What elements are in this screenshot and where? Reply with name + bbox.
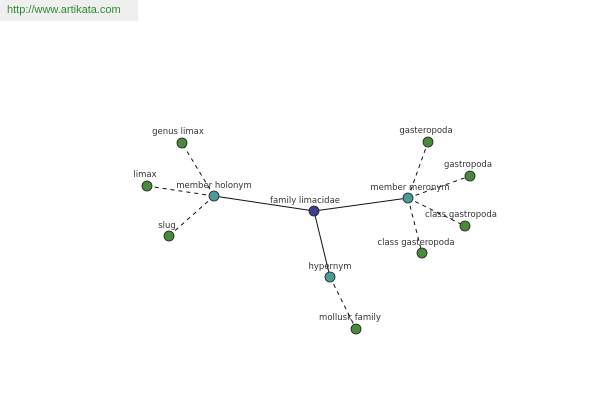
node-label-genus-limax: genus limax [152, 127, 204, 137]
node-label-class-gastropoda: class gastropoda [425, 210, 497, 220]
edges-layer [146, 141, 471, 330]
node-label-gastropoda: gastropoda [444, 160, 492, 170]
edge-family-limacidae-to-hypernym [313, 210, 331, 278]
node-label-limax: limax [133, 170, 156, 180]
node-slug[interactable] [163, 230, 175, 242]
node-label-family-limacidae: family limacidae [270, 196, 340, 206]
node-label-member-meronym: member meronym [370, 183, 449, 193]
node-mollusk-family[interactable] [350, 323, 362, 335]
node-genus-limax[interactable] [176, 137, 188, 149]
node-gastropoda[interactable] [464, 170, 476, 182]
edge-member-meronym-to-gastropoda [407, 175, 471, 199]
node-label-hypernym: hypernym [308, 262, 351, 272]
edge-member-holonym-to-genus-limax [181, 142, 215, 197]
node-class-gasteropoda[interactable] [416, 247, 428, 259]
node-limax[interactable] [141, 180, 153, 192]
node-label-class-gasteropoda: class gasteropoda [377, 238, 454, 248]
edge-hypernym-to-mollusk-family [329, 276, 357, 330]
node-class-gastropoda[interactable] [459, 220, 471, 232]
node-hypernym[interactable] [324, 271, 336, 283]
node-label-gasteropoda: gasteropoda [399, 126, 452, 136]
edge-member-holonym-to-slug [168, 195, 215, 237]
edge-member-meronym-to-class-gastropoda [407, 197, 466, 227]
edge-member-meronym-to-gasteropoda [407, 141, 429, 199]
node-label-slug: slug [158, 221, 176, 231]
node-member-meronym[interactable] [402, 192, 414, 204]
labels-layer: family limacidae member holonym member mer… [133, 126, 497, 323]
nodes-layer [141, 136, 476, 335]
edge-family-limacidae-to-member-meronym [313, 197, 409, 212]
edge-family-limacidae-to-member-holonym [213, 195, 315, 212]
source-link[interactable]: http://www.artikata.com [0, 0, 138, 21]
node-label-member-holonym: member holonym [176, 181, 251, 191]
node-label-mollusk-family: mollusk family [319, 313, 381, 323]
node-family-limacidae[interactable] [308, 205, 320, 217]
node-member-holonym[interactable] [208, 190, 220, 202]
edge-member-holonym-to-limax [146, 185, 215, 197]
edge-member-meronym-to-class-gasteropoda [407, 197, 423, 254]
node-gasteropoda[interactable] [422, 136, 434, 148]
